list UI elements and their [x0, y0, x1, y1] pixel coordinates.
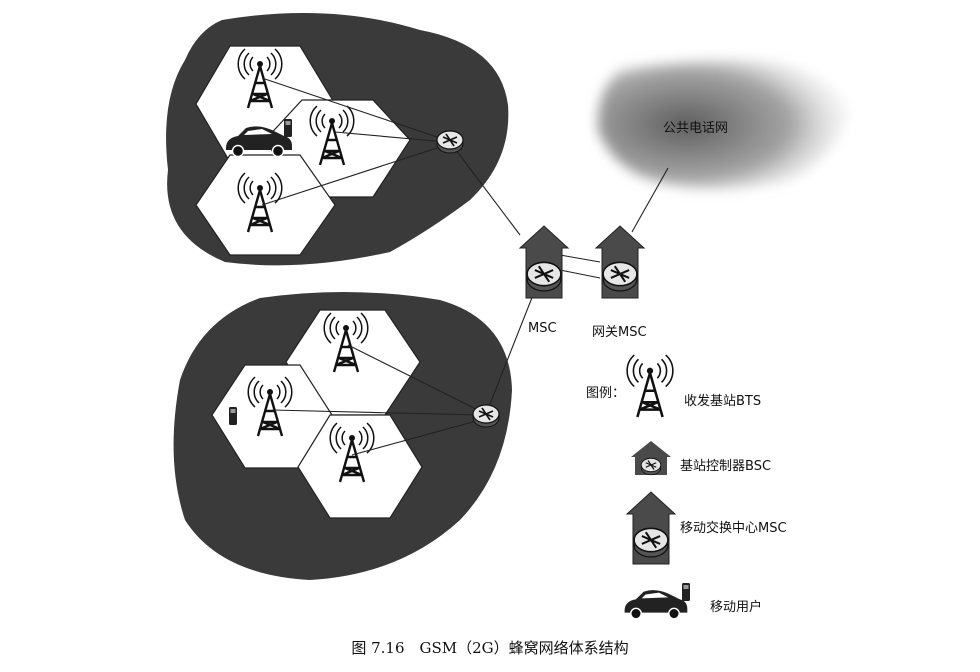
legend-phone-icon	[682, 583, 690, 601]
legend-label-msc: 移动交换中心MSC	[680, 521, 787, 536]
legend-msc-switch-icon	[627, 492, 675, 564]
upper-cells	[195, 45, 411, 256]
pstn-label: 公共电话网	[663, 121, 729, 136]
gateway-msc-switch-icon	[596, 226, 644, 298]
gateway-msc-label: 网关MSC	[592, 325, 647, 340]
connection-lines	[261, 77, 669, 456]
legend-bts-tower-icon	[625, 353, 675, 419]
legend-label-bsc: 基站控制器BSC	[680, 459, 772, 474]
figure-caption: 图 7.16 GSM（2G）蜂窝网络体系结构	[351, 639, 629, 657]
phone-icon	[229, 407, 237, 425]
msc-label: MSC	[528, 321, 557, 336]
legend-bsc-router-icon	[631, 441, 671, 476]
bsc-router-icon	[472, 404, 500, 428]
legend-title: 图例：	[586, 386, 626, 401]
legend-label-mobile-user: 移动用户	[710, 600, 763, 615]
legend-car-icon	[623, 589, 689, 620]
pstn-cloud	[597, 60, 850, 190]
phone-icon	[284, 119, 292, 137]
legend-label-bts: 收发基站BTS	[684, 394, 762, 409]
bsc-router-icon	[436, 130, 464, 154]
msc-switch-icon	[520, 226, 568, 298]
